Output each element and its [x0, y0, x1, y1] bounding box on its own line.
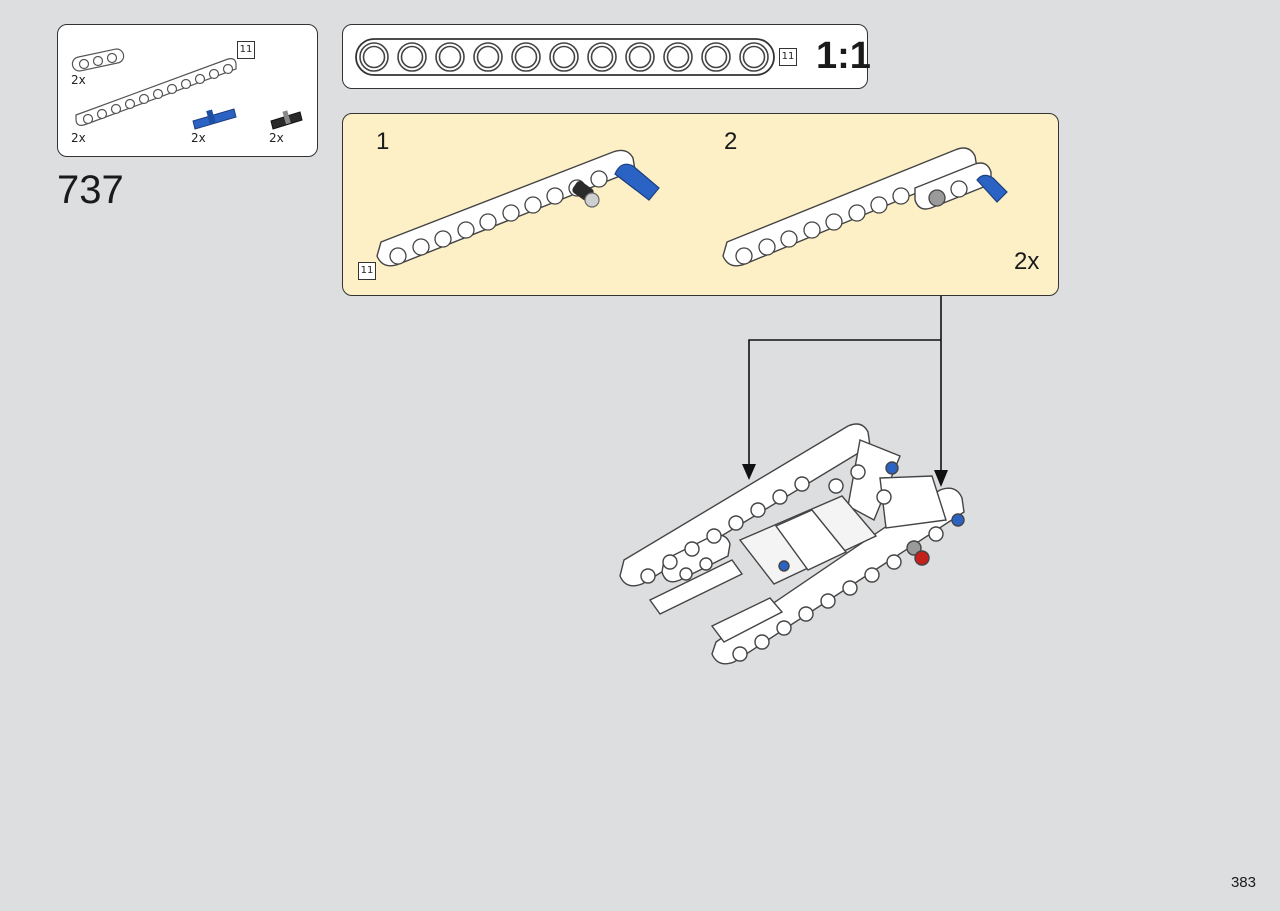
sub-assembly-callout: 1 2 11 2x — [342, 113, 1059, 296]
step-2-assembly — [722, 147, 1008, 267]
ruler-box: 11 — [342, 24, 868, 89]
step-1-beam — [376, 149, 660, 267]
sub-length-tag: 11 — [358, 262, 376, 280]
parts-illustration — [71, 48, 303, 130]
sub-assembly-illustration — [376, 147, 1008, 267]
page-number: 383 — [1230, 874, 1256, 891]
beam-ruler-illustration — [355, 38, 775, 76]
scale-label: 1:1 — [816, 35, 871, 77]
final-model — [619, 423, 965, 665]
ruler-length-tag: 11 — [779, 48, 797, 66]
multiplier: 2x — [1014, 248, 1040, 275]
step-number: 737 — [57, 168, 124, 212]
qty-beam-3: 2x — [71, 73, 86, 87]
axle-pin-blue-part — [192, 108, 237, 130]
beam-3-part — [71, 48, 125, 72]
arrow-head-right — [934, 470, 948, 487]
sub-step-1-number: 1 — [376, 128, 390, 155]
arrow-head-left — [742, 464, 756, 480]
qty-friction-pin: 2x — [269, 131, 284, 145]
qty-axle-pin: 2x — [191, 131, 206, 145]
sub-step-2-number: 2 — [724, 128, 738, 155]
qty-beam-11: 2x — [71, 131, 86, 145]
length-tag: 11 — [237, 41, 255, 59]
parts-list-box: 2x 2x 2x 2x 11 — [57, 24, 318, 157]
beam-11-part — [75, 58, 237, 126]
arrow-connector — [748, 296, 942, 472]
friction-pin-black-part — [270, 110, 303, 130]
